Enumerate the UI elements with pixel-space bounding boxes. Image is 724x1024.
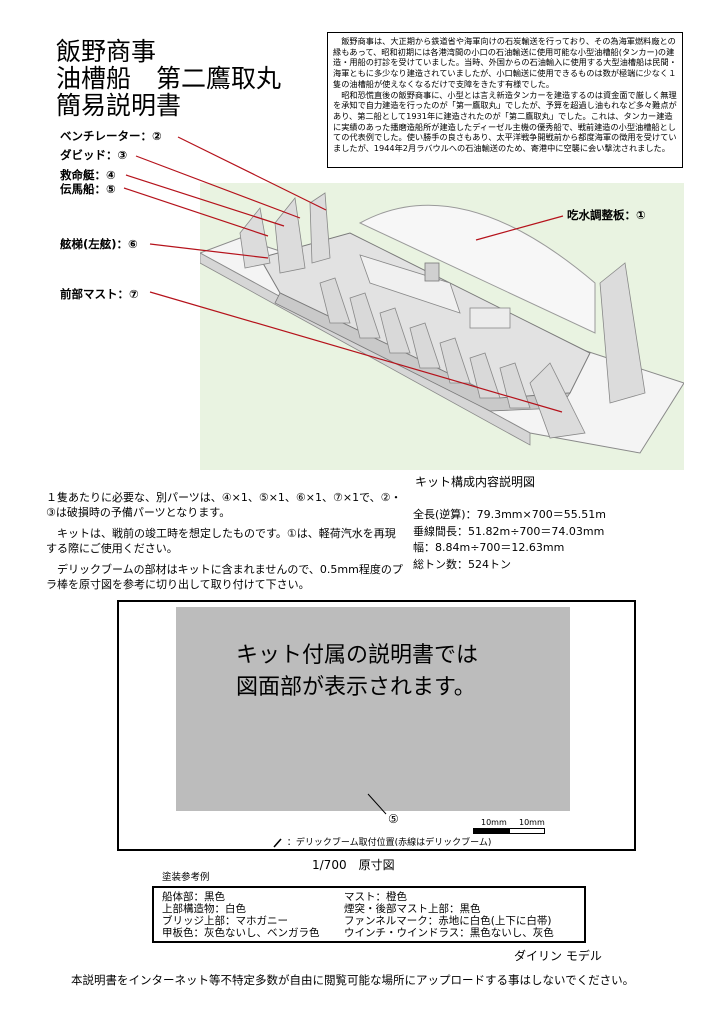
scale-caption: 1/700 原寸図 [312, 858, 395, 872]
scale-label-a: 10mm [481, 818, 507, 827]
callout-tender: ⑤ [388, 812, 399, 826]
label-lifeboat: 救命艇：④ [60, 168, 116, 182]
title-manual: 簡易説明書 [56, 91, 182, 120]
note-parts-required: １隻あたりに必要な、別パーツは、④×1、⑤×1、⑥×1、⑦×1で、②・③は破損時… [46, 491, 402, 519]
paint-item: 煙突・後部マスト上部：黒色 [344, 903, 481, 915]
history-paragraph-1: 飯野商事は、大正期から鉄道省や海軍向けの石炭輸送を行っており、その為海軍燃料廠と… [333, 36, 677, 89]
brand-name: ダイリン モデル [514, 949, 602, 963]
title-ship: 油槽船 第二鷹取丸 [56, 64, 282, 93]
drawing-frame [117, 600, 636, 851]
paint-left-column: 船体部：黒色 上部構造物：白色 ブリッジ上部：マホガニー 甲板色：灰色ないし、ベ… [162, 891, 320, 939]
ship-model-render [198, 192, 685, 454]
paint-item: ウインチ・ウインドラス：黒色ないし、灰色 [344, 927, 554, 939]
paint-item: 甲板色：灰色ないし、ベンガラ色 [162, 927, 320, 939]
label-tender: 伝馬船：⑤ [60, 182, 116, 196]
spec-length: 全長(逆算)：79.3mm×700＝55.51m [413, 508, 606, 521]
note-derrick-boom: デリックブームの部材はキットに含まれませんので、0.5mm程度のプラ棒を原寸図を… [46, 563, 403, 591]
label-davit: ダビッド：③ [60, 148, 128, 162]
placeholder-line-2: 図面部が表示されます。 [236, 675, 476, 700]
label-draft-plate: 吃水調整板：① [567, 208, 646, 222]
history-paragraph-2: 昭和恐慌直後の飯野商事に、小型とは言え新造タンカーを建造するのは資金面で厳しく無… [333, 89, 677, 154]
paint-title: 塗装参考例 [162, 872, 210, 883]
spec-beam: 幅：8.84m÷700＝12.63mm [413, 541, 565, 554]
paint-item: ファンネルマーク：赤地に白色(上下に白帯) [344, 915, 552, 927]
paint-reference-box: 船体部：黒色 上部構造物：白色 ブリッジ上部：マホガニー 甲板色：灰色ないし、ベ… [152, 886, 586, 943]
placeholder-line-1: キット付属の説明書では [236, 643, 479, 668]
spec-pp: 垂線間長：51.82m÷700＝74.03mm [413, 524, 605, 538]
paint-right-column: マスト：橙色 煙突・後部マスト上部：黒色 ファンネルマーク：赤地に白色(上下に白… [344, 891, 554, 939]
note-kit-period: キットは、戦前の竣工時を想定したものです。①は、軽荷汽水を再現する際にご使用くだ… [46, 527, 396, 555]
paint-item: 船体部：黒色 [162, 891, 225, 903]
kit-caption: キット構成内容説明図 [415, 475, 536, 489]
boom-note: ：デリックブーム取付位置(赤線はデリックブーム) [272, 835, 491, 848]
drawing-placeholder [176, 607, 570, 811]
label-ventilator: ベンチレーター：② [60, 129, 162, 143]
scale-bar: 10mm 10mm [463, 818, 553, 838]
assembly-notes: １隻あたりに必要な、別パーツは、④×1、⑤×1、⑥×1、⑦×1で、②・③は破損時… [46, 491, 406, 599]
title-company: 飯野商事 [56, 37, 157, 66]
placeholder-text: キット付属の説明書では 図面部が表示されます。 [236, 640, 478, 704]
ship-specs: 全長(逆算)：79.3mm×700＝55.51m 垂線間長：51.82m÷700… [413, 507, 606, 573]
paint-item: マスト：橙色 [344, 891, 407, 903]
kit-model-illustration [198, 183, 685, 470]
history-box: 飯野商事は、大正期から鉄道省や海軍向けの石炭輸送を行っており、その為海軍燃料廠と… [327, 32, 683, 168]
footer-notice: 本説明書をインターネット等不特定多数が自由に閲覧可能な場所にアップロードする事は… [71, 973, 635, 987]
paint-item: ブリッジ上部：マホガニー [162, 915, 288, 927]
label-foremast: 前部マスト：⑦ [60, 287, 139, 301]
document-title: 飯野商事 油槽船 第二鷹取丸 簡易説明書 [56, 38, 281, 119]
spec-tonnage: 総トン数：524トン [413, 557, 511, 571]
callout-pointer [367, 793, 387, 815]
boom-note-text: ：デリックブーム取付位置(赤線はデリックブーム) [286, 838, 492, 848]
pencil-mark-icon [273, 837, 282, 848]
paint-item: 上部構造物：白色 [162, 903, 246, 915]
scale-label-b: 10mm [519, 818, 545, 827]
label-ladder: 舷梯(左舷)：⑥ [60, 237, 138, 251]
